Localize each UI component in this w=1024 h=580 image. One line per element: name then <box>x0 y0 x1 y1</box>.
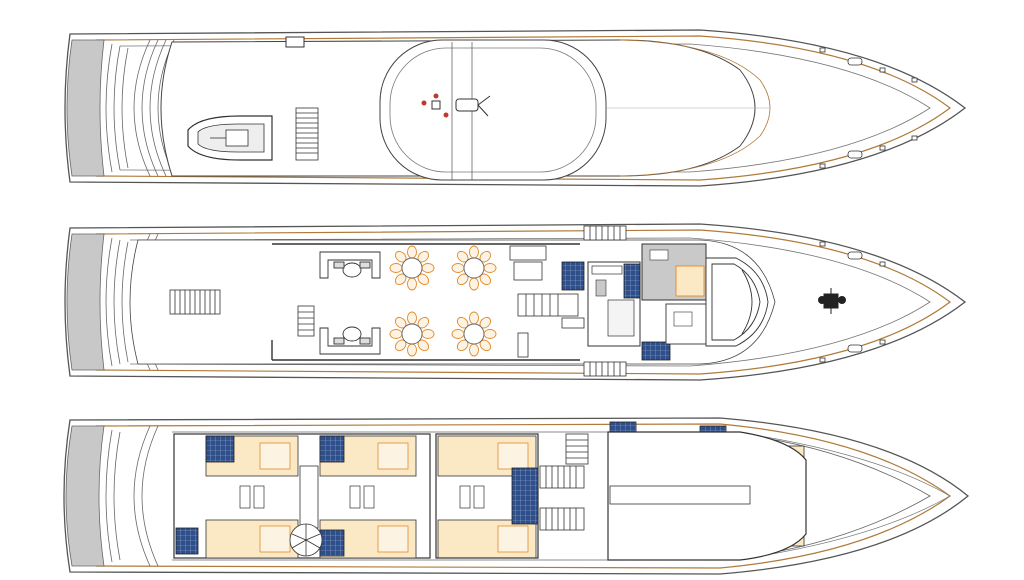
dining-table-4 <box>451 311 497 357</box>
main-deck-bath-2 <box>641 341 671 361</box>
aft-corridor <box>299 465 319 529</box>
dining-chair <box>407 343 417 357</box>
lower-deck-stern-platform <box>65 425 105 567</box>
saloon-sofa-upper <box>319 251 381 279</box>
cabin-bed <box>497 525 529 553</box>
dining-chair <box>421 329 435 339</box>
saloon-bar <box>509 245 547 358</box>
sun-deck-bollards <box>819 47 918 169</box>
lower-deck-stern-stairs <box>105 425 159 567</box>
captain-cabin <box>641 243 707 301</box>
lower-deck <box>63 417 970 575</box>
twin-bed <box>459 485 471 509</box>
dining-chair <box>451 263 465 273</box>
dining-chair <box>421 263 435 273</box>
dining-table-2 <box>451 245 497 291</box>
aft-spiral-stairs <box>289 523 323 557</box>
ensuite-bathroom <box>205 435 235 463</box>
dining-table-3 <box>389 311 435 357</box>
twin-bed <box>363 485 375 509</box>
dining-chair <box>469 343 479 357</box>
cabin-bed <box>259 525 291 553</box>
dining-chair <box>469 277 479 291</box>
twin-bed <box>349 485 361 509</box>
main-deck-rub-rail <box>95 229 952 375</box>
dining-chair <box>469 311 479 325</box>
lower-deck-midship-stairs <box>539 433 589 531</box>
main-deck-bath-3 <box>623 263 641 299</box>
fore-corridor <box>609 485 751 505</box>
cabin-bed <box>259 442 291 470</box>
dining-chair <box>389 263 403 273</box>
dining-chair <box>451 329 465 339</box>
sun-deck-stairs <box>295 107 319 161</box>
cabin-bed <box>377 525 409 553</box>
wheelhouse <box>705 257 769 347</box>
dining-chair <box>389 329 403 339</box>
dining-chair <box>407 277 417 291</box>
dining-chair <box>407 245 417 259</box>
main-deck-stern-platform <box>66 233 105 371</box>
ensuite-bathroom <box>511 467 539 525</box>
sun-deck <box>64 29 967 187</box>
saloon-walls <box>271 243 580 361</box>
main-deck-bath-1 <box>561 261 585 291</box>
main-deck-aft-stairs <box>169 289 221 315</box>
dining-chair <box>483 263 497 273</box>
ensuite-bathroom <box>319 435 345 463</box>
oval-sun-lounge <box>379 39 607 181</box>
anchor-winch <box>818 288 846 314</box>
ensuite-bathroom <box>319 529 345 557</box>
sun-lounger-set <box>421 93 491 118</box>
cabin-bed <box>497 442 529 470</box>
radar-mast <box>285 36 305 48</box>
dining-tables <box>389 245 497 357</box>
twin-bed <box>473 485 485 509</box>
main-deck-central-stairs <box>517 293 585 329</box>
cabin-bed <box>377 442 409 470</box>
twin-bed <box>239 485 251 509</box>
dining-chair <box>407 311 417 325</box>
main-deck-side-stairs <box>583 225 627 377</box>
main-deck-bollards <box>819 241 886 363</box>
twin-bed <box>253 485 265 509</box>
main-deck <box>64 223 967 381</box>
dining-table-top <box>401 257 423 279</box>
dining-table-top <box>463 257 485 279</box>
tender-boat <box>187 115 273 161</box>
dining-chair <box>469 245 479 259</box>
dining-table-top <box>463 323 485 345</box>
dining-chair <box>483 329 497 339</box>
ensuite-bathroom <box>175 527 199 555</box>
saloon-sofa-lower <box>319 326 381 355</box>
dining-table-top <box>401 323 423 345</box>
sun-deck-rub-rail <box>95 35 952 181</box>
saloon-small-stairs <box>297 305 315 337</box>
sun-deck-stern-platform <box>66 39 105 177</box>
dining-table-1 <box>389 245 435 291</box>
